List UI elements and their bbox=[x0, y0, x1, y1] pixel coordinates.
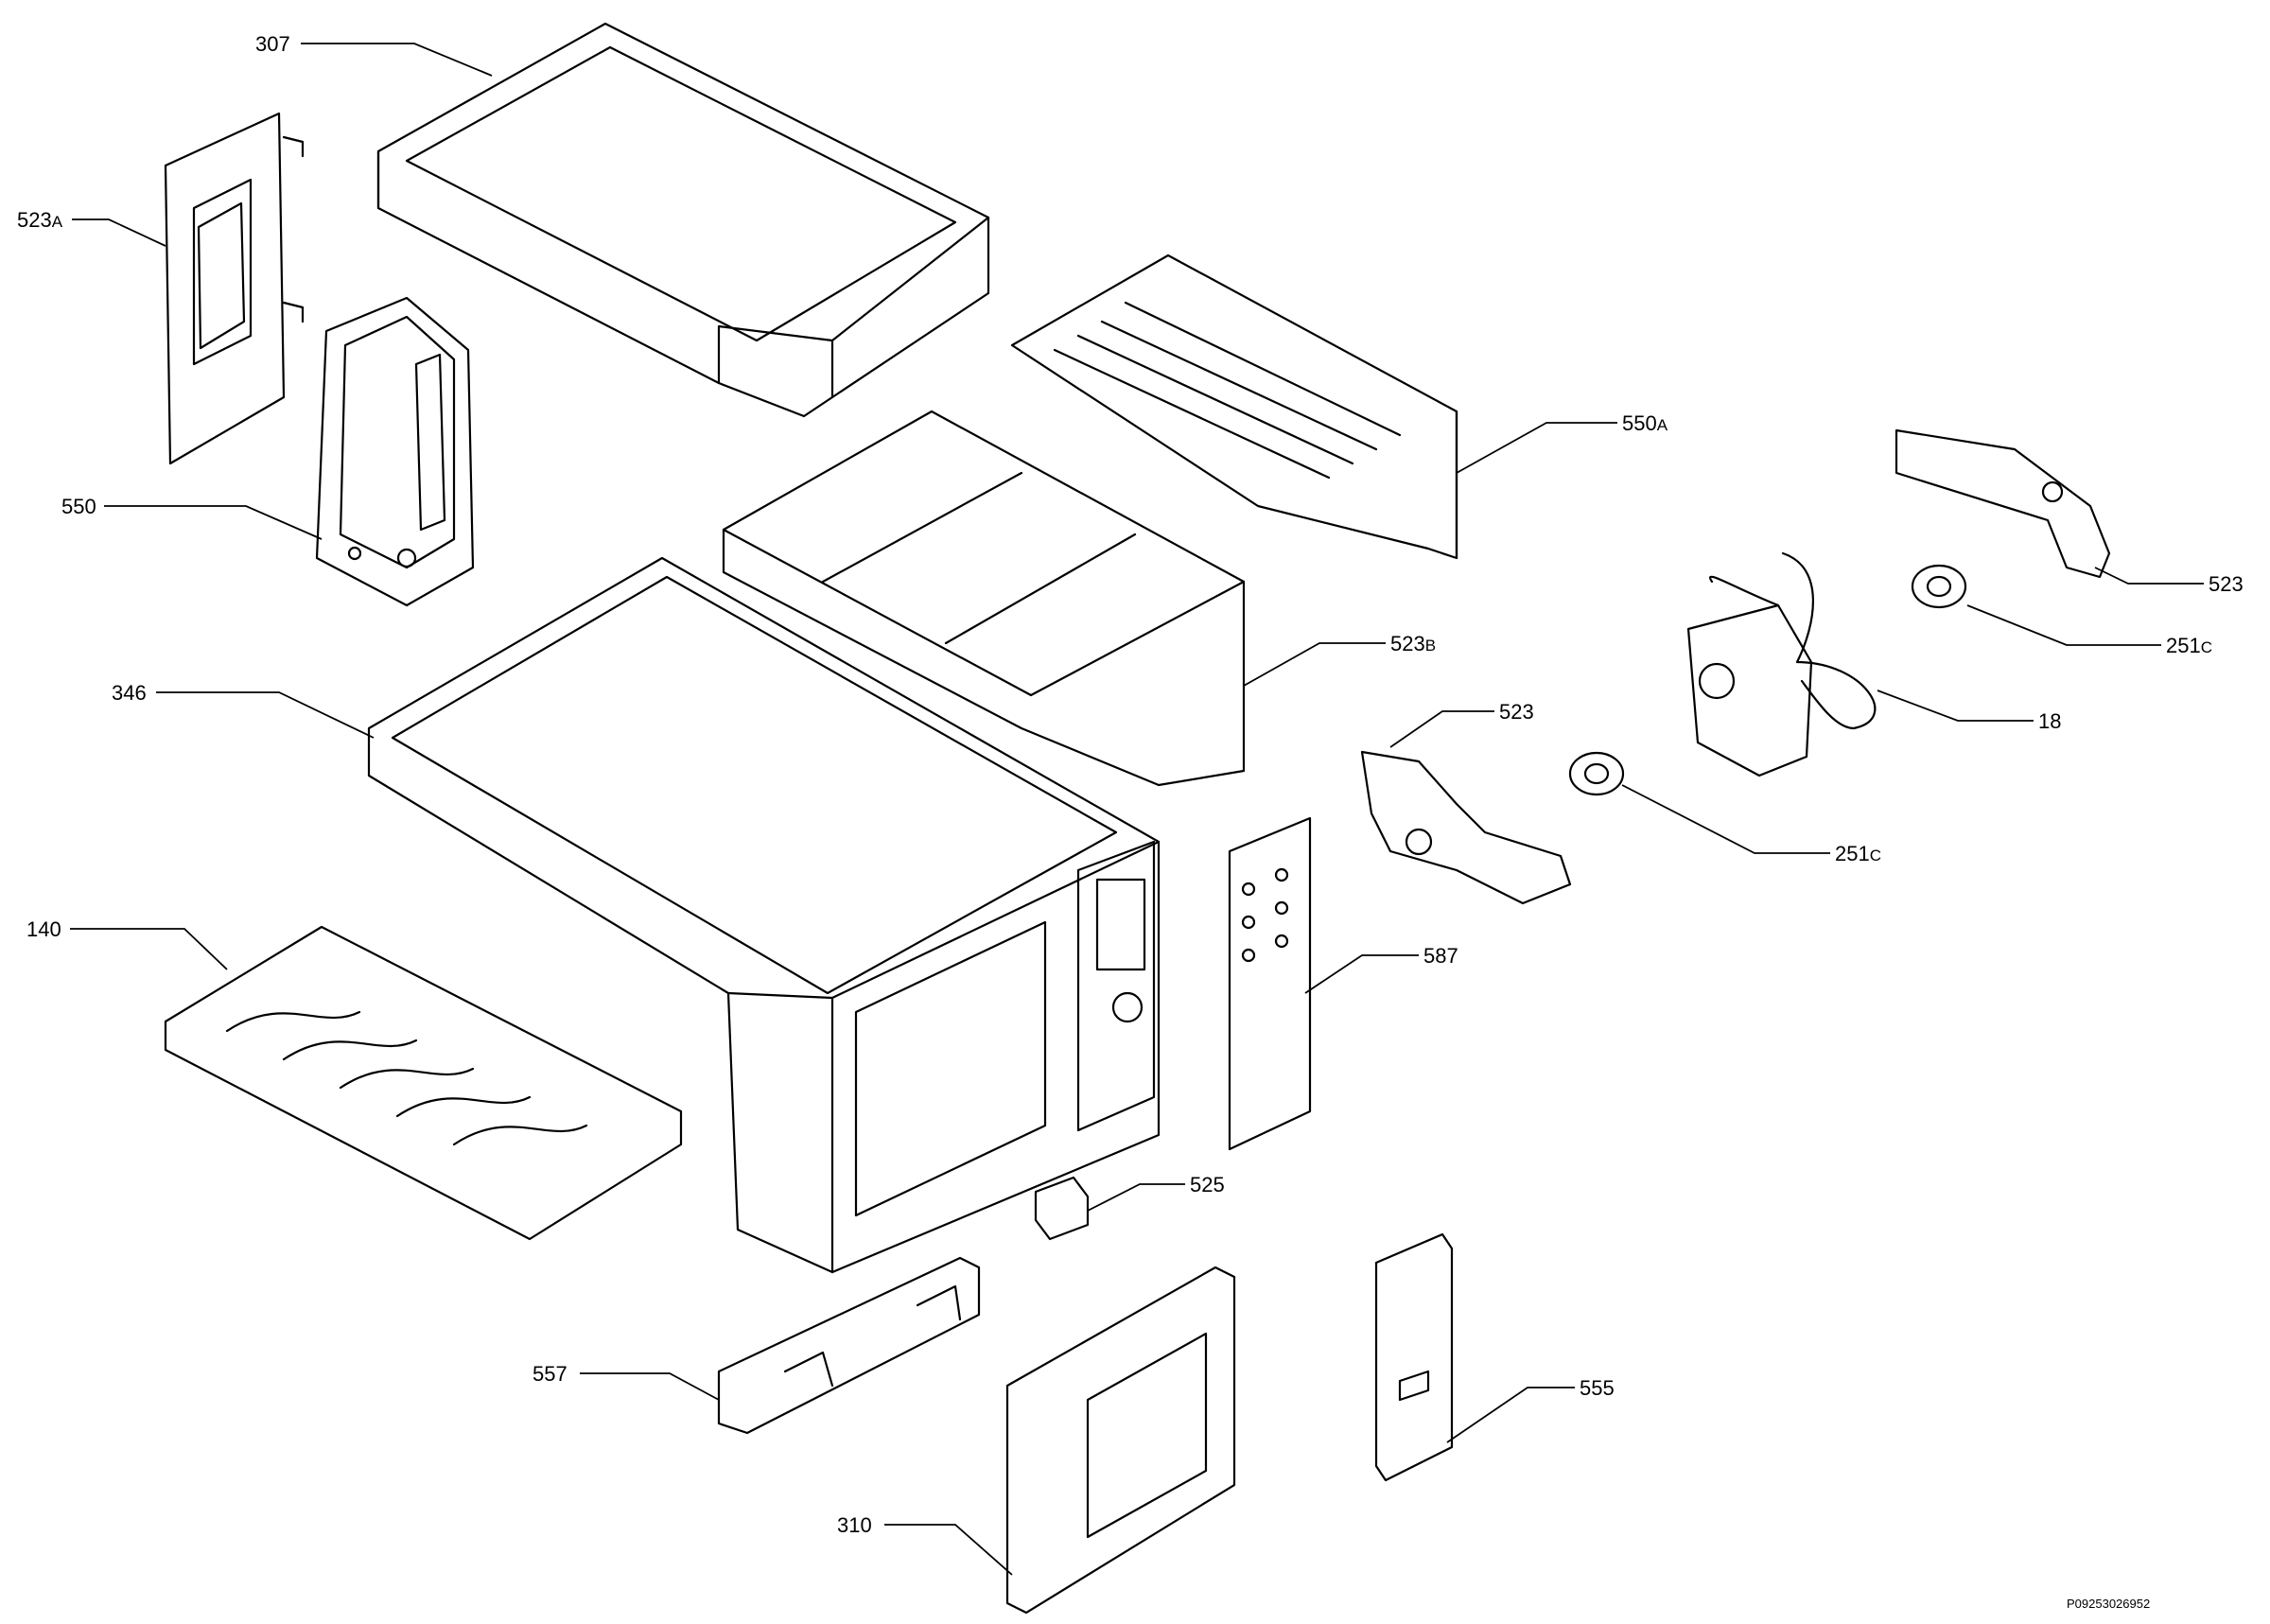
part-550-bracket bbox=[315, 296, 475, 607]
part-523b-insulation bbox=[722, 410, 1246, 787]
callout-310: 310 bbox=[837, 1513, 872, 1537]
part-523-right-bracket bbox=[1895, 428, 2111, 579]
part-251c-washer-mid bbox=[1568, 751, 1625, 796]
part-523-mid-bracket bbox=[1360, 750, 1572, 905]
part-555-trim bbox=[1374, 1232, 1454, 1482]
callout-557: 557 bbox=[533, 1362, 568, 1386]
callout-523a: 523A bbox=[17, 208, 63, 232]
part-550a-cover bbox=[1010, 253, 1458, 560]
leader-lines bbox=[70, 43, 2204, 1576]
part-140-tray bbox=[164, 925, 683, 1241]
part-525-switch bbox=[1034, 1176, 1090, 1241]
callout-555: 555 bbox=[1580, 1376, 1615, 1400]
callout-550: 550 bbox=[61, 495, 96, 518]
part-346-housing bbox=[367, 556, 1161, 1274]
drawing-code: P09253026952 bbox=[2067, 1597, 2150, 1611]
part-18-fan-motor bbox=[1686, 551, 1877, 777]
part-523a-panel bbox=[164, 112, 305, 465]
callout-587: 587 bbox=[1423, 944, 1458, 968]
callout-251c-top: 251C bbox=[2166, 634, 2212, 657]
callout-525: 525 bbox=[1190, 1173, 1225, 1196]
callout-18: 18 bbox=[2038, 709, 2061, 733]
callout-523-mid: 523 bbox=[1499, 700, 1534, 724]
part-251c-washer-top bbox=[1911, 564, 1967, 609]
callout-346: 346 bbox=[112, 681, 147, 705]
part-557-foam bbox=[717, 1256, 981, 1435]
callout-550a: 550A bbox=[1622, 411, 1668, 435]
part-310-door bbox=[1005, 1266, 1236, 1615]
callout-523-right: 523 bbox=[2209, 572, 2244, 596]
callout-307: 307 bbox=[255, 32, 290, 56]
part-587-board bbox=[1228, 816, 1312, 1151]
part-307-tray bbox=[376, 22, 990, 418]
callout-140: 140 bbox=[26, 917, 61, 941]
callout-251c-mid: 251C bbox=[1835, 842, 1881, 865]
callout-523b: 523B bbox=[1390, 632, 1436, 655]
